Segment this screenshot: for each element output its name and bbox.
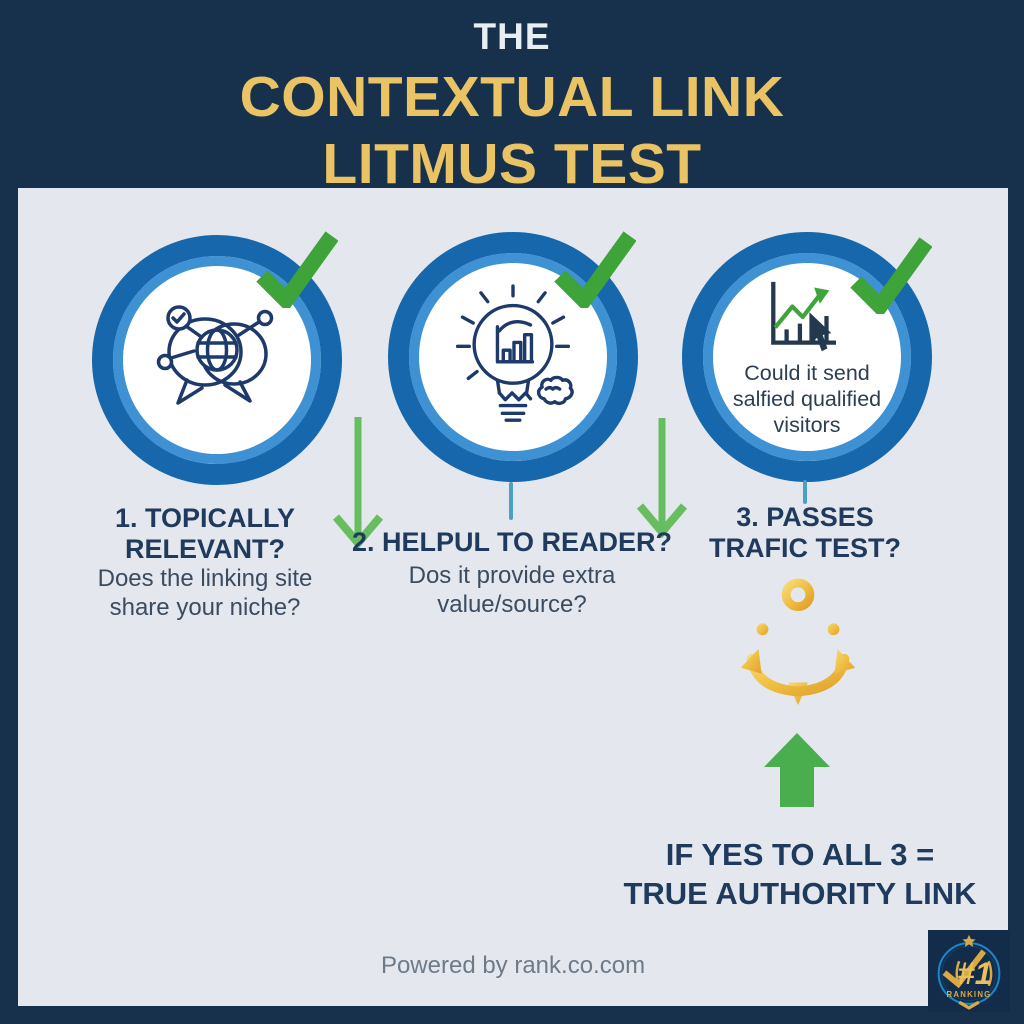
step3-title: 3. PASSES TRAFIC TEST? [709, 502, 901, 564]
step3-check-icon [850, 237, 932, 314]
up-arrow-icon [764, 733, 830, 807]
down-arrow-1-icon [332, 417, 384, 550]
step1-title: 1. TOPICALLY RELEVANT? [114, 503, 296, 565]
step2-connector-line [509, 482, 513, 520]
conclusion-text: IF YES TO ALL 3 = TRUE AUTHORITY LINK [623, 837, 977, 911]
traffic-growth-cursor-icon [770, 281, 836, 351]
down-arrow-2-icon [636, 418, 688, 539]
step1-check-icon [256, 231, 338, 308]
ranking-logo: #1 RANKING [928, 930, 1010, 1012]
step1-question: Does the linking site share your niche? [97, 565, 313, 621]
anchor-icon [740, 578, 856, 706]
star-icon [962, 934, 976, 947]
title-the: THE [473, 16, 551, 57]
logo-ranking-label: RANKING [947, 990, 992, 999]
logo-rank-number: #1 [957, 956, 992, 991]
lightbulb-chart-brain-icon [455, 284, 574, 422]
page-title: CONTEXTUAL LINK LITMUS TEST [239, 65, 785, 196]
step3-circle-text: Could it send salfied qualified visitors [732, 360, 882, 438]
chevron-down-icon [958, 1000, 980, 1010]
step2-check-icon [554, 231, 636, 308]
step2-title: 2. HELPUL TO READER? [351, 527, 673, 557]
step3-connector-line [803, 480, 807, 504]
powered-by-text: Powered by rank.co.com [380, 952, 646, 979]
globe-chat-network-icon [156, 305, 274, 405]
step2-question: Dos it provide extra value/source? [408, 562, 616, 618]
